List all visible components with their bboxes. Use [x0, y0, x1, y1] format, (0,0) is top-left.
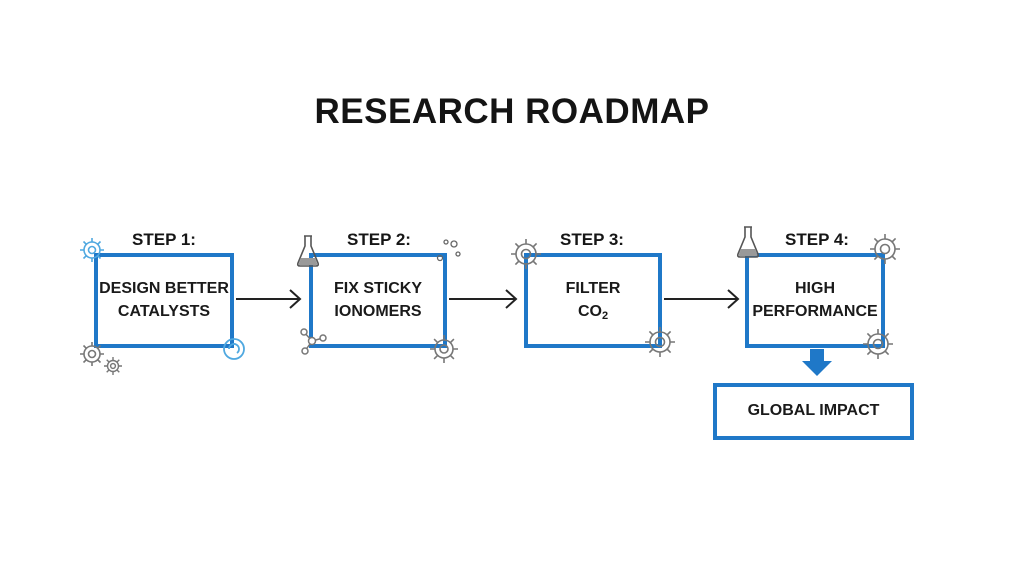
gear-icon — [511, 239, 541, 269]
step-3-co-text: CO — [577, 302, 602, 320]
step-2-text-line-2: IONOMERS — [334, 302, 422, 320]
gear-icon — [104, 357, 122, 375]
global-impact-box: GLOBAL IMPACT — [713, 383, 914, 440]
step-2-box: FIX STICKY IONOMERS — [309, 253, 447, 348]
global-impact-text: GLOBAL IMPACT — [747, 402, 880, 420]
step-4-box: HIGH PERFORMANCE — [745, 253, 885, 348]
arrow-step1-to-step2 — [236, 289, 302, 309]
flask-icon — [736, 226, 760, 258]
step-1-text-line-2: CATALYSTS — [117, 302, 211, 320]
step-2-text-line-1: FIX STICKY — [333, 280, 422, 298]
step-4-text-line-2: PERFORMANCE — [752, 302, 878, 320]
arrow-down-to-impact — [802, 349, 832, 376]
step-1-text-line-1: DESIGN BETTER — [99, 280, 229, 298]
arrow-step2-to-step3 — [449, 289, 518, 309]
step-4-label: STEP 4: — [785, 230, 849, 249]
step-3-text-line-2: CO2 — [566, 301, 621, 323]
diagram-title: RESEARCH ROADMAP — [314, 92, 710, 131]
step-4-text-line-1: HIGH — [795, 280, 835, 298]
arrow-step3-to-step4 — [664, 289, 740, 309]
step-3-subscript: 2 — [601, 309, 609, 322]
gear-icon — [863, 329, 893, 359]
gear-icon — [80, 342, 104, 366]
molecule-icon — [300, 328, 327, 355]
bubbles-icon — [436, 239, 461, 262]
step-3-label: STEP 3: — [560, 230, 624, 249]
step-3-box: FILTER CO2 — [524, 253, 662, 348]
step-1-box: DESIGN BETTER CATALYSTS — [94, 253, 234, 348]
step-2-label: STEP 2: — [347, 230, 411, 249]
gear-icon — [870, 234, 900, 264]
flask-icon — [296, 235, 320, 267]
gear-icon — [645, 327, 675, 357]
gear-icon — [430, 335, 458, 363]
gear-icon — [80, 238, 104, 262]
step-1-label: STEP 1: — [132, 230, 196, 249]
step-3-text-line-1: FILTER — [565, 280, 621, 298]
refresh-icon — [223, 338, 245, 360]
